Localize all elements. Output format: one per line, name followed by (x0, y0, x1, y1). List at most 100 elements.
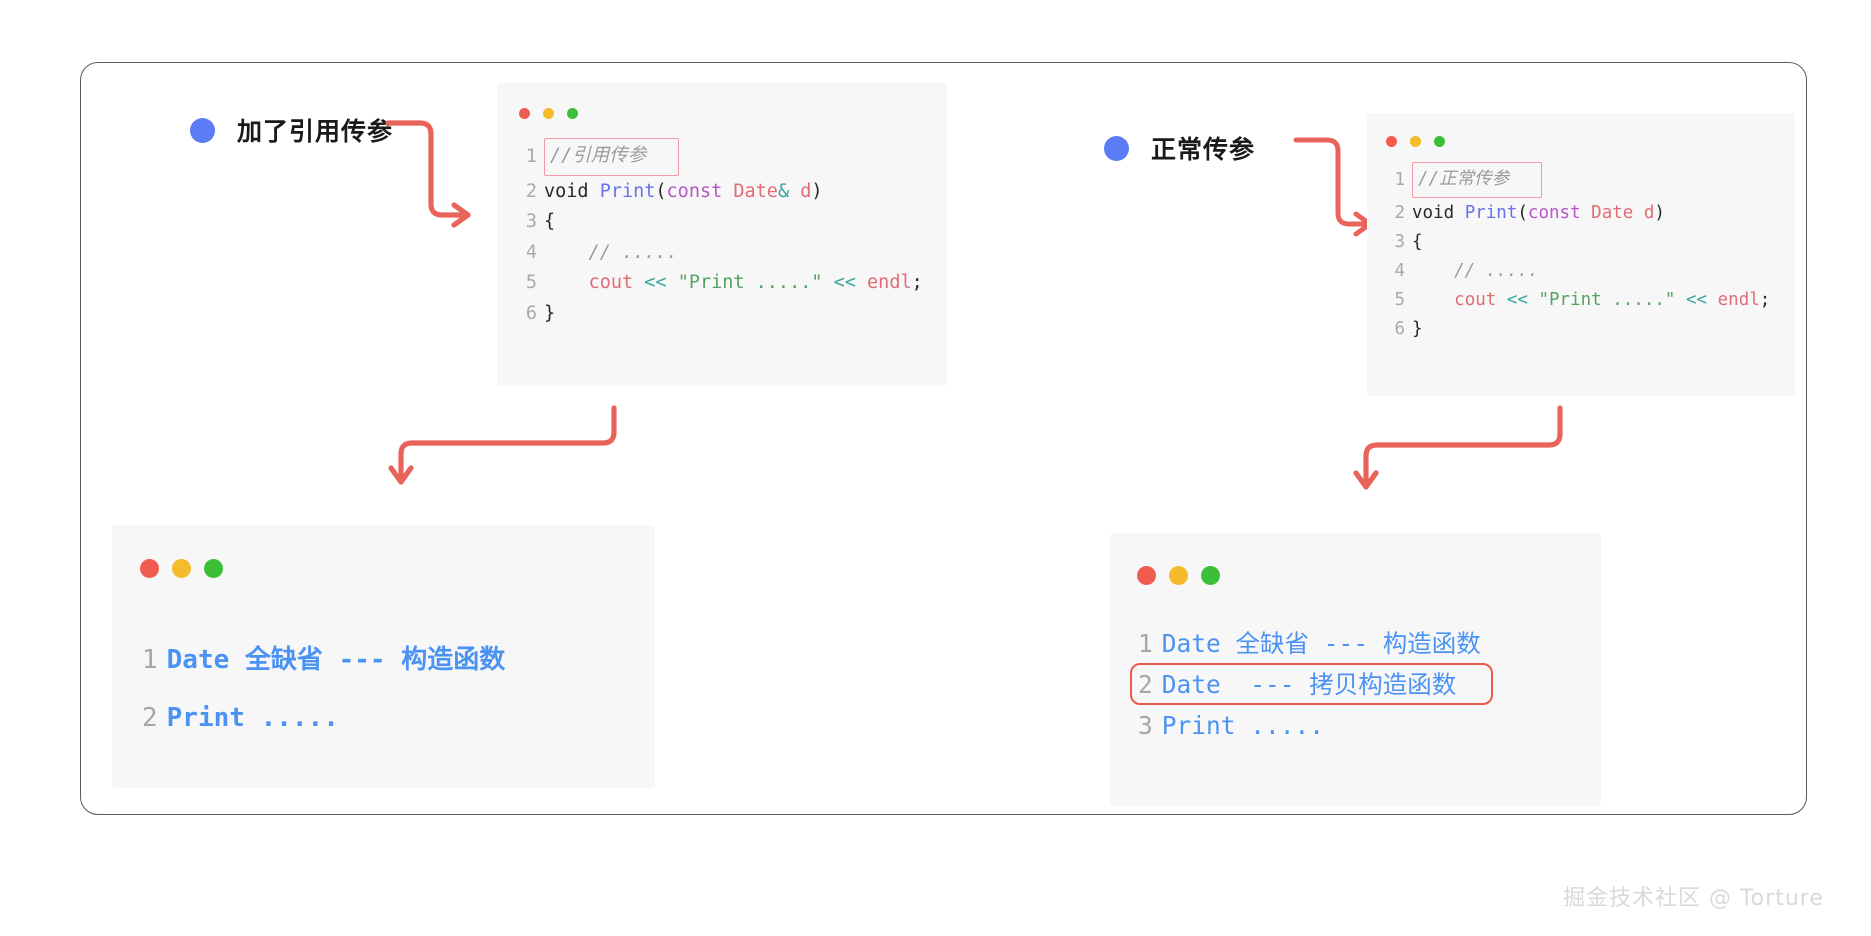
watermark: 掘金技术社区 @ Torture (1563, 886, 1824, 911)
window-maximize-dot-icon[interactable] (1434, 136, 1445, 147)
code-token (1707, 290, 1718, 310)
code-token (1412, 290, 1454, 310)
console-panel-reference-pass: 1 Date 全缺省 --- 构造函数 2 Print ..... (112, 525, 655, 788)
window-maximize-dot-icon[interactable] (567, 108, 578, 119)
code-line: 4 // ..... (517, 238, 923, 269)
code-line: 6} (1385, 315, 1770, 344)
line-number: 5 (525, 272, 537, 293)
code-token: << (833, 272, 856, 293)
code-token: Date (733, 180, 778, 202)
code-line: 5 cout << "Print ....." << endl; (517, 268, 923, 299)
window-minimize-dot-icon[interactable] (1169, 566, 1188, 585)
line-number: 3 (1394, 232, 1405, 252)
code-token (789, 181, 800, 202)
code-token (1581, 203, 1592, 223)
code-line: 3{ (1385, 228, 1770, 257)
line-number: 2 (525, 180, 537, 202)
blue-bullet-icon (190, 117, 215, 143)
code-token: void (544, 180, 600, 202)
code-token: { (1412, 232, 1423, 252)
line-number: 3 (1138, 711, 1153, 740)
code-token: } (544, 302, 556, 324)
code-line: 4 // ..... (1385, 257, 1770, 286)
label-reference-pass: 加了引用传参 (237, 117, 394, 146)
window-maximize-dot-icon[interactable] (204, 559, 223, 578)
line-number: 2 (142, 703, 158, 733)
code-token: // ..... (544, 241, 678, 263)
code-token (633, 272, 644, 293)
window-close-dot-icon[interactable] (140, 559, 159, 578)
line-number: 1 (142, 645, 158, 675)
window-traffic-lights (519, 108, 578, 119)
code-token (667, 272, 678, 293)
code-token (544, 272, 589, 293)
window-maximize-dot-icon[interactable] (1201, 566, 1220, 585)
line-number: 1 (1394, 170, 1405, 190)
code-token: d (800, 180, 812, 202)
code-token: ) (1654, 203, 1665, 223)
code-token: cout (1454, 290, 1497, 310)
code-token: Print (1464, 203, 1518, 223)
label-normal-pass: 正常传参 (1151, 135, 1256, 164)
code-line: 1 //引用传参 (517, 138, 923, 177)
window-close-dot-icon[interactable] (519, 108, 530, 119)
output-text: Date 全缺省 --- 构造函数 (166, 645, 506, 675)
code-line: 3{ (517, 207, 923, 238)
code-token (856, 272, 867, 293)
console-output-text: 1 Date 全缺省 --- 构造函数 2 Print ..... (142, 631, 505, 747)
window-traffic-lights (1386, 136, 1445, 147)
code-token: void (1412, 203, 1465, 223)
output-text: Print ..... (166, 703, 339, 733)
line-number: 3 (525, 211, 537, 232)
code-token: // ..... (1412, 261, 1539, 281)
code-token: endl (1717, 290, 1760, 310)
line-number: 4 (525, 241, 537, 263)
code-token: ( (655, 180, 667, 202)
code-token: "Print ....." (1538, 290, 1676, 310)
code-token: << (644, 272, 667, 293)
code-token: Print (599, 180, 656, 202)
code-token (722, 181, 733, 202)
output-line: 2 Print ..... (142, 689, 505, 747)
line-number: 6 (1394, 319, 1405, 339)
code-token: ; (911, 272, 923, 293)
code-token: d (1643, 203, 1655, 223)
code-token: const (666, 180, 723, 202)
window-minimize-dot-icon[interactable] (1410, 136, 1421, 147)
line-number: 5 (1394, 290, 1405, 310)
code-line: 1 //正常传参 (1385, 162, 1770, 199)
highlighted-comment: //引用传参 (544, 138, 679, 176)
code-token (1633, 203, 1644, 223)
window-minimize-dot-icon[interactable] (172, 559, 191, 578)
code-token (1528, 290, 1539, 310)
label-group-normal-pass: 正常传参 (1104, 130, 1255, 166)
code-token (822, 272, 833, 293)
window-traffic-lights (140, 559, 223, 578)
code-token: } (1412, 319, 1423, 339)
highlighted-comment: //正常传参 (1412, 162, 1542, 198)
window-close-dot-icon[interactable] (1137, 566, 1156, 585)
code-token: << (1506, 290, 1528, 310)
window-close-dot-icon[interactable] (1386, 136, 1397, 147)
line-number: 1 (525, 146, 537, 167)
code-token (1496, 290, 1507, 310)
code-token: ) (811, 180, 823, 202)
code-token: Date (1591, 203, 1634, 223)
output-line: 1 Date 全缺省 --- 构造函数 (142, 631, 505, 689)
code-token: { (544, 211, 556, 232)
code-token: ; (1759, 290, 1771, 310)
code-token: << (1686, 290, 1708, 310)
code-token: const (1527, 203, 1581, 223)
code-token: "Print ....." (677, 272, 823, 293)
window-minimize-dot-icon[interactable] (543, 108, 554, 119)
blue-bullet-icon (1104, 135, 1129, 161)
code-token: ( (1517, 203, 1528, 223)
